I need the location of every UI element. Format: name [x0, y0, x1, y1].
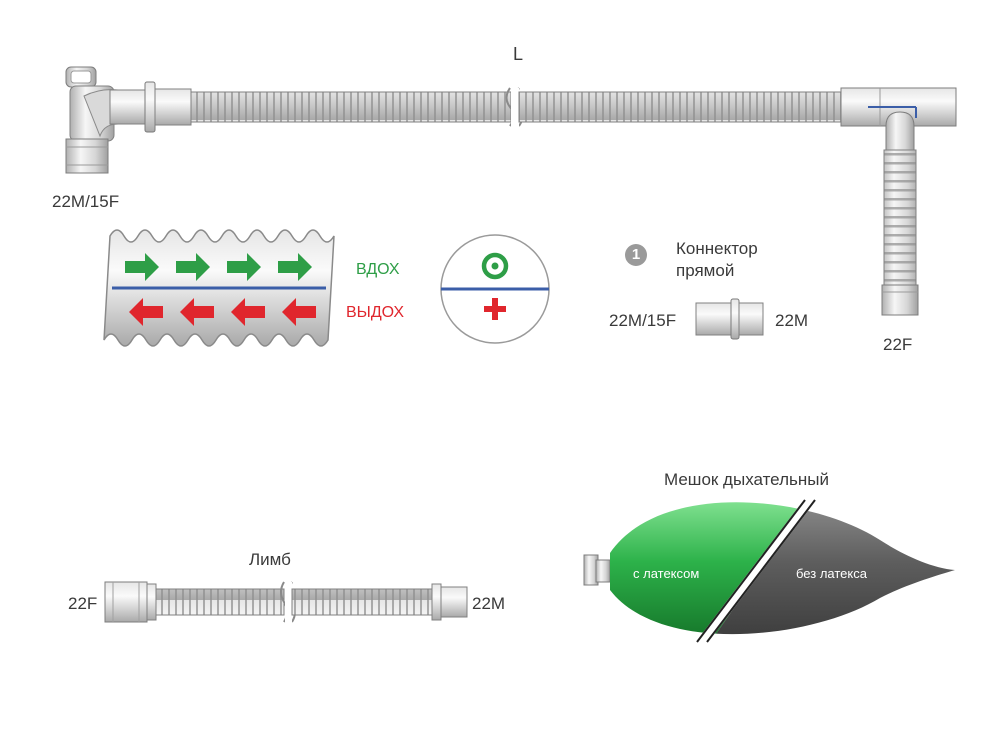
limb-title: Лимб: [249, 550, 291, 569]
flex-hose: [883, 149, 917, 291]
exhale-arrow: [180, 298, 214, 326]
inhale-arrow: [278, 253, 312, 281]
bag-title: Мешок дыхательный: [664, 470, 829, 489]
exhale-arrow: [231, 298, 265, 326]
inhale-symbol: [481, 252, 509, 280]
circuit-right-end-label: 22F: [883, 335, 913, 354]
straight-connector: [695, 298, 764, 340]
inhale-arrow: [227, 253, 261, 281]
exhale-symbol: [484, 298, 506, 320]
cross-section: [440, 234, 550, 344]
connector-title-line1: Коннектор: [676, 239, 758, 258]
limb-tube: [104, 581, 468, 623]
connector-number-badge: 1: [625, 244, 647, 266]
latex-free-bag-half: [705, 502, 955, 635]
circuit-length-label: L: [513, 44, 524, 64]
inhale-label: ВДОХ: [356, 261, 400, 278]
connector-left-label: 22M/15F: [609, 311, 677, 330]
exhale-arrow: [129, 298, 163, 326]
breathing-circuit: [65, 66, 957, 316]
bag-no-latex-label: без латекса: [796, 566, 867, 581]
inhale-arrow: [125, 253, 159, 281]
bag-latex-label: с латексом: [633, 566, 700, 581]
circuit-left-end-label: 22M/15F: [52, 192, 120, 211]
exhale-arrows: [129, 298, 316, 326]
inhale-arrow: [176, 253, 210, 281]
patient-port: [881, 284, 919, 316]
airflow-cutaway: [103, 229, 335, 347]
inhale-arrows: [125, 253, 312, 281]
limb-right-label: 22M: [472, 594, 506, 613]
breathing-bag: [583, 496, 955, 646]
exhale-arrow: [282, 298, 316, 326]
y-piece: [840, 87, 957, 151]
exhale-label: ВЫДОХ: [346, 304, 405, 321]
connector-title-line2: прямой: [676, 261, 735, 280]
limb-left-label: 22F: [68, 594, 98, 613]
connector-right-label: 22M: [775, 311, 809, 330]
corrugated-tube: [190, 91, 512, 123]
